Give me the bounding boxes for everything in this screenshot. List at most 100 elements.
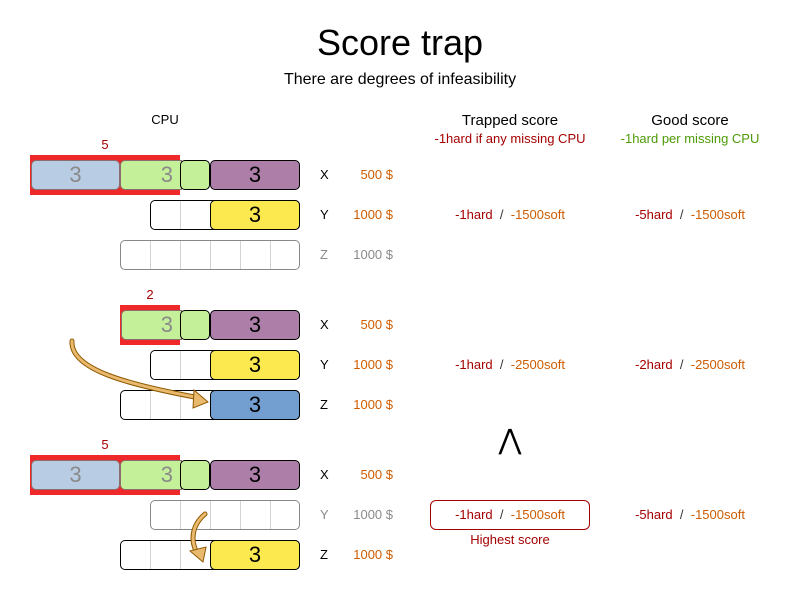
computer-capacity	[120, 240, 300, 270]
cpu-divider	[240, 501, 241, 529]
good-score: -5hard / -1500soft	[590, 507, 790, 522]
cpu-divider	[180, 541, 181, 569]
cpu-divider	[240, 241, 241, 269]
process-purple[interactable]: 3	[210, 310, 300, 340]
missing-cpu-count: 5	[101, 137, 109, 152]
soft-score: -1500soft	[510, 207, 565, 222]
cpu-header: CPU	[151, 112, 179, 127]
score-separator: /	[679, 357, 684, 372]
computer-label: X	[320, 317, 329, 332]
good-score: -5hard / -1500soft	[590, 207, 790, 222]
process-cpu: 3	[160, 462, 173, 487]
cpu-divider	[210, 241, 211, 269]
process-cpu: 3	[160, 162, 173, 187]
process-green[interactable]: 3	[121, 310, 182, 340]
soft-score: -1500soft	[510, 507, 565, 522]
cpu-divider	[150, 241, 151, 269]
computer-label: Y	[320, 507, 329, 522]
trapped-score: -1hard / -2500soft	[410, 357, 610, 372]
computer-cost: 500 $	[360, 317, 393, 332]
trapped-score-header: Trapped score	[461, 112, 559, 129]
score-separator: /	[679, 207, 684, 222]
soft-score: -1500soft	[690, 507, 745, 522]
score-separator: /	[499, 207, 504, 222]
cpu-divider	[180, 501, 181, 529]
process-green[interactable]: 3	[120, 160, 182, 190]
hard-score: -5hard	[635, 207, 673, 222]
missing-cpu-count: 2	[146, 287, 154, 302]
computer-label: Z	[320, 547, 328, 562]
soft-score: -2500soft	[690, 357, 745, 372]
process-cpu: 3	[248, 312, 262, 337]
computer-cost: 1000 $	[353, 207, 393, 222]
computer-label: Y	[320, 207, 329, 222]
soft-score: -1500soft	[690, 207, 745, 222]
cpu-divider	[270, 241, 271, 269]
process-cpu: 3	[248, 462, 262, 487]
hard-score: -1hard	[455, 507, 493, 522]
page-title: Score trap	[316, 22, 484, 63]
process-cpu: 3	[248, 392, 262, 417]
move-arrow-icon	[188, 511, 208, 563]
hard-score: -1hard	[455, 207, 493, 222]
trapped-score-rule: -1hard if any missing CPU	[434, 131, 586, 146]
cpu-divider	[180, 351, 181, 379]
score-separator: /	[499, 357, 504, 372]
cpu-divider	[180, 391, 181, 419]
cpu-divider	[150, 391, 151, 419]
process-cpu: 3	[69, 462, 82, 487]
hard-score: -5hard	[635, 507, 673, 522]
computer-cost: 1000 $	[353, 507, 393, 522]
process-cpu: 3	[248, 542, 262, 567]
missing-cpu-count: 5	[101, 437, 109, 452]
process-cpu: 3	[69, 162, 82, 187]
trapped-score: -1hard / -1500soft	[410, 207, 610, 222]
computer-label: X	[320, 167, 329, 182]
good-score-rule: -1hard per missing CPU	[620, 131, 760, 146]
good-score: -2hard / -2500soft	[590, 357, 790, 372]
move-arrow-icon	[69, 338, 209, 409]
computer-label: X	[320, 467, 329, 482]
process-purple[interactable]: 3	[210, 460, 300, 490]
cpu-divider	[180, 201, 181, 229]
process-cpu: 3	[248, 202, 262, 227]
computer-cost: 500 $	[360, 467, 393, 482]
soft-score: -2500soft	[510, 357, 565, 372]
trapped-score: -1hard / -1500soft	[410, 507, 610, 522]
score-separator: /	[499, 507, 504, 522]
process-green-remainder[interactable]	[180, 160, 210, 190]
computer-cost: 500 $	[360, 167, 393, 182]
cpu-divider	[270, 501, 271, 529]
computer-cost: 1000 $	[353, 357, 393, 372]
hard-score: -1hard	[455, 357, 493, 372]
computer-cost: 1000 $	[353, 397, 393, 412]
process-green-remainder[interactable]	[180, 310, 210, 340]
computer-cost: 1000 $	[353, 247, 393, 262]
cpu-divider	[180, 241, 181, 269]
process-yellow[interactable]: 3	[210, 350, 300, 380]
process-cpu: 3	[248, 162, 262, 187]
process-purple[interactable]: 3	[210, 160, 300, 190]
process-cpu: 3	[248, 352, 262, 377]
highest-score-label: Highest score	[470, 532, 550, 547]
process-blue-light[interactable]: 3	[31, 160, 120, 190]
hard-score: -2hard	[635, 357, 673, 372]
process-blue[interactable]: 3	[210, 390, 300, 420]
good-score-header: Good score	[651, 112, 729, 129]
cpu-divider	[210, 501, 211, 529]
process-blue-light[interactable]: 3	[31, 460, 120, 490]
process-green-remainder[interactable]	[180, 460, 210, 490]
score-separator: /	[679, 507, 684, 522]
highest-score-highlight	[430, 500, 590, 530]
computer-capacity	[150, 500, 300, 530]
computer-cost: 1000 $	[353, 547, 393, 562]
process-yellow[interactable]: 3	[210, 540, 300, 570]
computer-label: Z	[320, 397, 328, 412]
computer-label: Z	[320, 247, 328, 262]
greater-than-comparison-icon: ⋀	[498, 424, 522, 455]
cpu-divider	[150, 541, 151, 569]
process-yellow[interactable]: 3	[210, 200, 300, 230]
process-cpu: 3	[160, 312, 173, 337]
page-subtitle: There are degrees of infeasibility	[283, 71, 517, 88]
